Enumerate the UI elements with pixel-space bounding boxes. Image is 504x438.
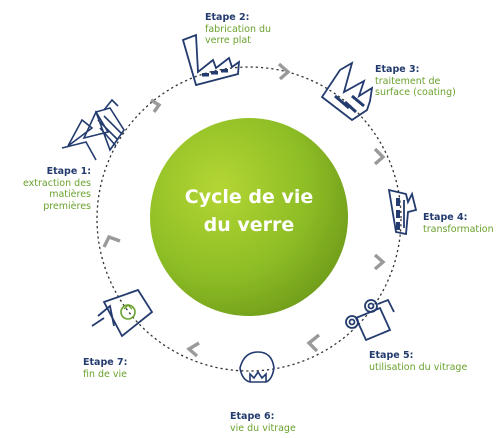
step-title: Etape 6: [230, 411, 275, 422]
factory-icon [181, 33, 241, 87]
chevron-icon [150, 98, 162, 113]
step-title: Etape 4: [423, 212, 468, 223]
chevron-icon [373, 253, 386, 271]
center-title-line-2: du verre [203, 214, 295, 236]
recycling-bin-icon [91, 288, 154, 338]
step-3-label: Etape 3: traitement de surface (coating) [375, 64, 495, 99]
window-life-icon [239, 351, 275, 383]
processing-building-icon [387, 188, 418, 236]
step-6-label: Etape 6: vie du vitrage [230, 411, 340, 434]
step-1-label: Etape 1: extraction des matières premièr… [0, 166, 91, 212]
step-desc-line: extraction des [22, 177, 91, 189]
step-desc-line: vie du vitrage [230, 422, 296, 434]
chevron-icon [186, 341, 200, 358]
center-title: Cycle de vie du verre [160, 183, 338, 239]
chevron-icon [102, 234, 121, 248]
step-title: Etape 2: [205, 12, 250, 23]
step-desc-line: traitement de [375, 75, 441, 87]
chevron-icon [277, 62, 291, 81]
oil-derrick-icon [61, 98, 125, 161]
step-desc-line: verre plat [205, 35, 251, 46]
chevron-icon [306, 333, 321, 353]
chevron-icon [373, 147, 386, 166]
step-title: Etape 7: [83, 357, 128, 368]
center-title-line-1: Cycle de vie [184, 186, 314, 208]
step-desc-line: fin de vie [83, 368, 128, 380]
step-title: Etape 3: [375, 64, 420, 75]
step-desc-line: utilisation du vitrage [369, 361, 468, 373]
step-2-label: Etape 2: fabrication du verre plat [205, 12, 305, 47]
step-desc-line: matières [49, 189, 91, 200]
step-desc-line: fabrication du [205, 23, 272, 35]
step-title: Etape 5: [369, 350, 414, 361]
glass-installation-icon [345, 298, 395, 342]
center-disc [150, 118, 348, 316]
coating-factory-icon [320, 61, 374, 122]
step-5-label: Etape 5: utilisation du vitrage [369, 350, 497, 373]
step-desc-line: surface (coating) [375, 87, 456, 98]
cycle-ring [96, 66, 402, 372]
step-desc-line: transformation [423, 223, 494, 235]
step-4-label: Etape 4: transformation [423, 212, 503, 235]
step-title: Etape 1: [46, 166, 91, 177]
step-7-label: Etape 7: fin de vie [83, 357, 163, 380]
step-desc-line: premières [43, 200, 91, 212]
